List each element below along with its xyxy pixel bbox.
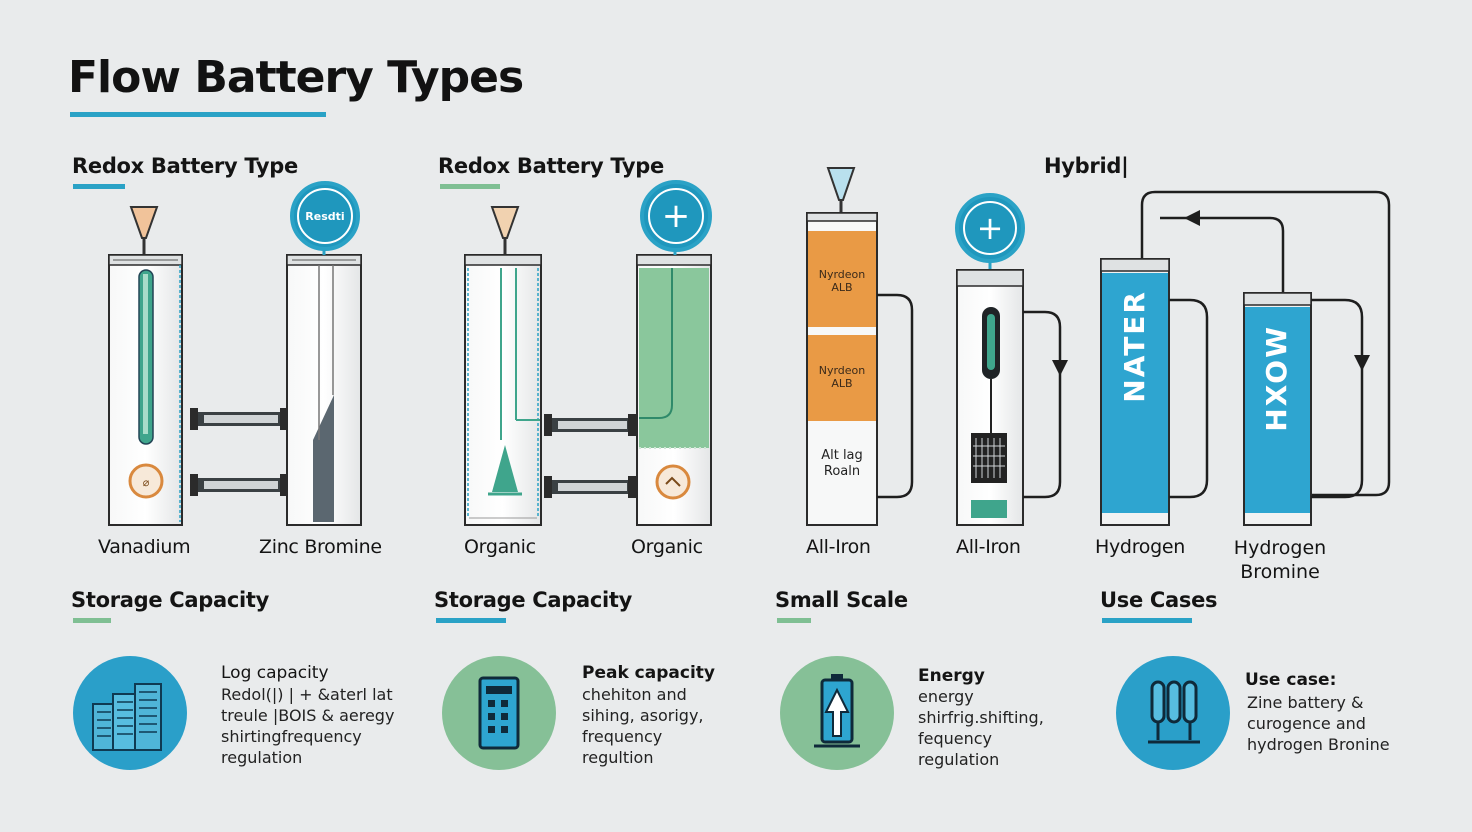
page-title: Flow Battery Types [68, 52, 524, 103]
vanadium-tank: ⌀ [108, 206, 183, 526]
plus-icon: + [963, 201, 1017, 255]
connector-pipes-1 [190, 408, 288, 496]
tank-upper-line-2: ALB [831, 281, 853, 294]
all-iron-tank-2 [956, 257, 1068, 526]
battery-pack-icon [478, 676, 520, 750]
hydrogen-loop [1140, 190, 1391, 497]
section-1-line-2: treule |BOIS & aeregy [221, 706, 395, 725]
section-1-line-3: shirtingfrequency [221, 727, 362, 746]
battery-label-organic-1: Organic [464, 536, 536, 558]
battery-label-organic-2: Organic [631, 536, 703, 558]
group-heading-1: Redox Battery Type [72, 154, 298, 178]
battery-label-vanadium: Vanadium [98, 536, 191, 558]
zinc-bromine-badge-text: Resdti [297, 188, 353, 244]
section-4-line-3: hydrogen Bronine [1247, 735, 1390, 754]
section-2-circle [442, 656, 556, 770]
section-3-circle [780, 656, 894, 770]
hydrogen-tank [1100, 258, 1209, 526]
section-4-info-text: Zine battery & curogence and hydrogen Br… [1247, 692, 1390, 755]
section-heading-small-scale: Small Scale [775, 588, 908, 612]
tank-lower-line-2: Roaln [823, 464, 861, 479]
hydrogen-bromine-tank-text: HXOW [1260, 325, 1293, 432]
battery-label-zinc-bromine: Zinc Bromine [259, 536, 382, 558]
section-4-circle [1116, 656, 1230, 770]
tank-lower-line-1: Alt lag [821, 448, 863, 463]
section-1-underline [73, 618, 111, 623]
zinc-bromine-badge: Resdti [290, 181, 360, 251]
battery-label-hydrogen: Hydrogen [1095, 536, 1186, 558]
battery-diagram: ⌀ [108, 167, 1391, 526]
all-iron-tank-1 [806, 167, 914, 526]
organic-tank-2 [636, 242, 712, 526]
section-3-line-4: regulation [918, 750, 1000, 769]
title-underline [70, 112, 326, 117]
section-heading-storage-1: Storage Capacity [71, 588, 270, 612]
section-3-line-2: shirfrig.shifting, [918, 708, 1044, 727]
section-4-info-head: Use case: [1245, 670, 1337, 690]
section-heading-storage-2: Storage Capacity [434, 588, 633, 612]
section-2-info-head: Peak capacity [582, 663, 715, 683]
section-4-line-1: Zine battery & [1247, 693, 1364, 712]
section-3-info-head: Energy [918, 666, 985, 686]
all-iron-plus-badge: + [955, 193, 1025, 263]
connector-pipes-2 [544, 414, 636, 498]
group-heading-2-underline [440, 184, 500, 189]
tank-middle-line-1: Nyrdeon [818, 364, 866, 377]
battery-arrow-icon [814, 674, 860, 748]
hydrogen-bromine-tank [1243, 292, 1370, 526]
organic-plus-badge: + [640, 180, 712, 252]
battery-label-all-iron-1: All-Iron [806, 536, 871, 558]
section-3-underline [777, 618, 811, 623]
section-2-line-4: regultion [582, 748, 654, 767]
plus-icon: + [648, 188, 704, 244]
section-4-underline [1102, 618, 1192, 623]
section-2-line-3: frequency [582, 727, 663, 746]
organic-tank-1 [464, 206, 542, 526]
zinc-bromine-tank [286, 242, 362, 526]
tank-middle-label: Nyrdeon ALB [808, 364, 876, 390]
cells-icon [1148, 680, 1200, 744]
section-3-line-3: fequency [918, 729, 993, 748]
section-3-line-1: energy [918, 687, 974, 706]
group-heading-1-underline [73, 184, 125, 189]
section-3-info-text: energy shirfrig.shifting, fequency regul… [918, 686, 1044, 770]
section-1-line-4: regulation [221, 748, 303, 767]
tank-upper-label: Nyrdeon ALB [808, 268, 876, 294]
hydrogen-tank-text: NATER [1118, 290, 1151, 403]
section-4-line-2: curogence and [1247, 714, 1366, 733]
section-2-underline [436, 618, 506, 623]
tank-middle-line-2: ALB [831, 377, 853, 390]
section-1-info-text: Redol(|) | + &aterl lat treule |BOIS & a… [221, 684, 394, 768]
section-heading-use-cases: Use Cases [1100, 588, 1218, 612]
buildings-icon [92, 683, 162, 751]
section-1-circle [73, 656, 187, 770]
svg-text:⌀: ⌀ [143, 476, 150, 489]
battery-label-hydrogen-bromine: Hydrogen Bromine [1233, 537, 1327, 583]
tank-upper-line-1: Nyrdeon [818, 268, 866, 281]
group-heading-3: Hybrid| [1044, 154, 1129, 178]
section-1-line-1: Redol(|) | + &aterl lat [221, 685, 393, 704]
section-2-line-2: sihing, asorigy, [582, 706, 704, 725]
battery-label-all-iron-2: All-Iron [956, 536, 1021, 558]
tank-lower-label: Alt lag Roaln [808, 448, 876, 480]
group-heading-2: Redox Battery Type [438, 154, 664, 178]
section-2-info-text: chehiton and sihing, asorigy, frequency … [582, 684, 704, 768]
section-2-line-1: chehiton and [582, 685, 687, 704]
section-1-info-head: Log capacity [221, 663, 329, 683]
